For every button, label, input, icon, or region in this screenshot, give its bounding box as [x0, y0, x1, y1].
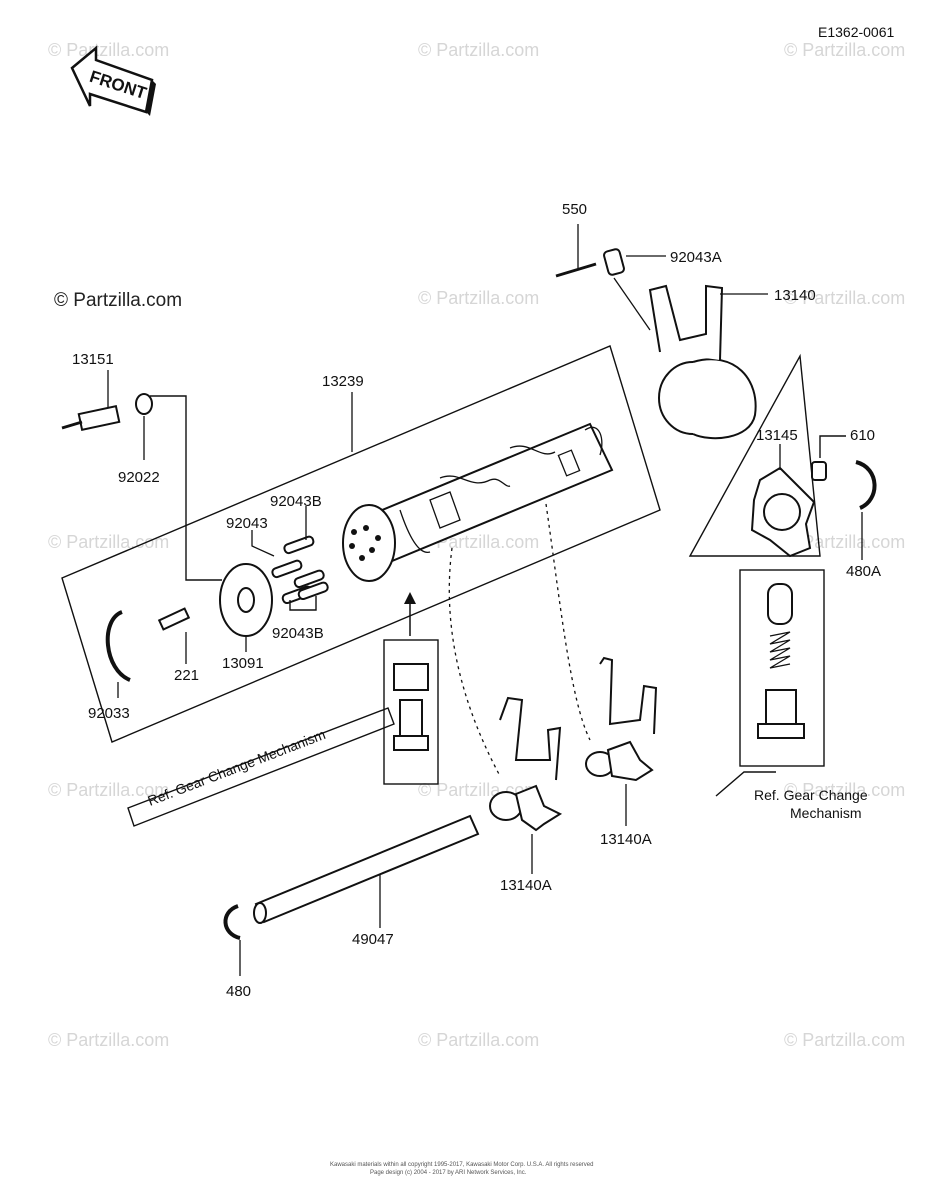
detent-spring-assembly-icon: [757, 583, 805, 739]
shift-fork-13140A-right: [585, 656, 658, 782]
shaft-49047-icon: [253, 814, 480, 924]
part-label-92043B-bottom: 92043B: [272, 625, 324, 642]
part-label-92043B-top: 92043B: [270, 493, 322, 510]
ref-box-right: [739, 569, 825, 767]
detent-region-box: [688, 353, 821, 557]
stopper-assembly-icon: [393, 663, 429, 751]
part-label-13140A-left: 13140A: [500, 877, 552, 894]
watermark: © Partzilla.com: [784, 532, 905, 552]
front-arrow-icon: FRONT: [70, 45, 156, 116]
watermark: © Partzilla.com: [418, 288, 539, 308]
pin-610-icon: [811, 461, 827, 481]
part-label-610: 610: [850, 427, 875, 444]
watermark: © Partzilla.com: [48, 1030, 169, 1050]
part-label-92043A: 92043A: [670, 249, 722, 266]
footer-copyright: Kawasaki materials within all copyright …: [330, 1162, 593, 1168]
shift-fork-13140A-left: [489, 696, 563, 832]
circlip-92033-icon: [105, 610, 131, 682]
part-label-13239: 13239: [322, 373, 364, 390]
part-label-480: 480: [226, 983, 251, 1000]
shift-drum-assembly-box: [61, 345, 661, 743]
circlip-480A-icon: [855, 460, 877, 510]
watermark: © Partzilla.com: [48, 532, 169, 552]
shift-drum: [342, 422, 614, 582]
pins-92043-group: [271, 535, 329, 605]
pin-92043A-icon: [603, 248, 651, 331]
watermark: © Partzilla.com: [784, 288, 905, 308]
plate-13091-icon: [219, 563, 273, 637]
part-label-49047: 49047: [352, 931, 394, 948]
pin-550-icon: [555, 224, 597, 278]
watermark: © Partzilla.com: [784, 40, 905, 60]
part-label-480A: 480A: [846, 563, 881, 580]
part-label-221: 221: [174, 667, 199, 684]
neutral-switch-13151-icon: [61, 393, 153, 431]
ref-note-right-line2: Mechanism: [790, 805, 862, 821]
ref-note-right-line1: Ref. Gear Change: [754, 787, 868, 803]
part-label-13145: 13145: [756, 427, 798, 444]
ref-box-left: [383, 639, 439, 785]
ref-note-left: Ref. Gear Change Mechanism: [145, 726, 327, 809]
shift-fork-13140: [648, 284, 757, 440]
part-label-13151: 13151: [72, 351, 114, 368]
part-label-92022: 92022: [118, 469, 160, 486]
watermark: © Partzilla.com: [48, 40, 169, 60]
watermark: © Partzilla.com: [784, 780, 905, 800]
watermark: © Partzilla.com: [418, 1030, 539, 1050]
detent-plate-13145-icon: [750, 466, 816, 558]
part-label-550: 550: [562, 201, 587, 218]
screw-221-icon: [157, 607, 191, 664]
footer-page-design: Page design (c) 2004 - 2017 by ARI Netwo…: [370, 1170, 527, 1176]
watermark-dark: © Partzilla.com: [54, 290, 182, 311]
watermark: © Partzilla.com: [48, 780, 169, 800]
leader-92022: [150, 395, 222, 581]
part-label-13140A-right: 13140A: [600, 831, 652, 848]
circlip-480-icon: [223, 904, 241, 940]
watermark: © Partzilla.com: [784, 1030, 905, 1050]
part-label-13091: 13091: [222, 655, 264, 672]
watermark: © Partzilla.com: [418, 40, 539, 60]
part-label-92033: 92033: [88, 705, 130, 722]
part-label-92043: 92043: [226, 515, 268, 532]
watermark-layer: © Partzilla.com © Partzilla.com © Partzi…: [48, 40, 905, 1050]
diagram-code: E1362-0061: [818, 24, 895, 40]
part-label-13140: 13140: [774, 287, 816, 304]
